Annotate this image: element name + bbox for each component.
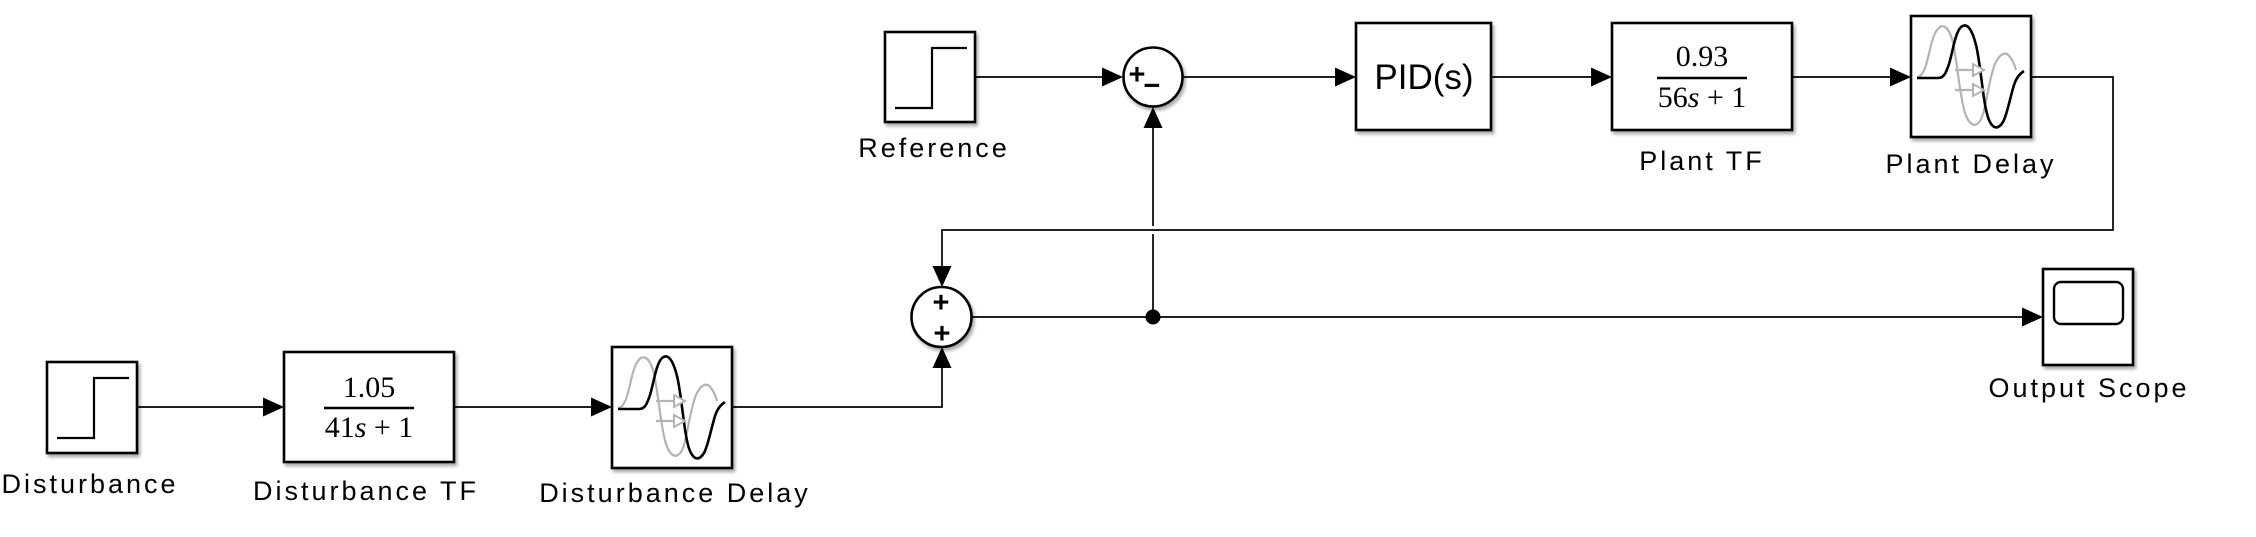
arrowhead-output-sum-top-input[interactable] — [932, 266, 952, 287]
reference-block[interactable] — [883, 30, 977, 124]
disturbance-delay-label: Disturbance Delay — [539, 478, 811, 508]
disturbance-tf-denominator: 41s + 1 — [325, 411, 414, 444]
disturbance-delay-block[interactable] — [610, 345, 734, 470]
disturbance-tf-numerator: 1.05 — [343, 371, 396, 404]
arrowhead-disturbance-delay-input[interactable] — [591, 397, 612, 417]
output-sum-circle[interactable] — [910, 285, 973, 349]
plant-delay-label: Plant Delay — [1885, 149, 2056, 179]
arrowhead-pid-input[interactable] — [1335, 67, 1356, 87]
plant-tf-denominator: 56s + 1 — [1658, 81, 1747, 114]
pid-block-body[interactable] — [1354, 21, 1493, 132]
branch-dot[interactable] — [1145, 309, 1161, 325]
error-sum-junction[interactable]: + − — [1122, 46, 1184, 108]
arrowhead-output-sum-bottom-input[interactable] — [932, 347, 952, 368]
plant-delay-block[interactable] — [1909, 14, 2033, 139]
error-sum-minus-sign: − — [1144, 70, 1161, 102]
output-scope-label: Output Scope — [1988, 373, 2189, 403]
plant-tf-block-body[interactable] — [1610, 21, 1794, 132]
output-scope-block[interactable] — [2041, 267, 2135, 367]
pid-controller-block[interactable]: PID(s) — [1354, 21, 1493, 132]
disturbance-delay-block-body[interactable] — [610, 345, 734, 470]
plant-delay-block-body[interactable] — [1909, 14, 2033, 139]
signal-wires — [137, 67, 2114, 417]
disturbance-label: Disturbance — [1, 469, 178, 499]
wire-plant-delay-to-output-sum[interactable] — [941, 76, 2114, 266]
arrowhead-plant-delay-input[interactable] — [1890, 67, 1911, 87]
disturbance-tf-label: Disturbance TF — [253, 476, 479, 506]
output-sum-top-plus-sign: + — [933, 287, 950, 319]
output-sum-junction[interactable]: + + — [910, 285, 973, 350]
disturbance-block[interactable] — [45, 360, 139, 455]
disturbance-tf-block[interactable]: 1.05 41s + 1 — [282, 350, 456, 464]
plant-tf-block[interactable]: 0.93 56s + 1 — [1610, 21, 1794, 132]
error-sum-plus-sign: + — [1129, 59, 1146, 91]
arrowhead-error-sum-input[interactable] — [1102, 67, 1123, 87]
pid-block-text: PID(s) — [1374, 58, 1473, 97]
reference-label: Reference — [858, 133, 1010, 163]
scope-screen-icon — [2052, 280, 2125, 326]
arrowhead-error-sum-bottom-input[interactable] — [1143, 107, 1163, 128]
output-sum-bottom-plus-sign: + — [934, 318, 951, 350]
disturbance-block-body[interactable] — [45, 360, 139, 455]
arrowhead-scope-input[interactable] — [2022, 307, 2043, 327]
plant-tf-label: Plant TF — [1639, 146, 1765, 176]
arrowhead-plant-tf-input[interactable] — [1591, 67, 1612, 87]
plant-tf-numerator: 0.93 — [1676, 40, 1729, 73]
error-sum-circle[interactable] — [1122, 46, 1184, 108]
wire-disturbance-delay-to-output-sum[interactable] — [732, 368, 943, 408]
arrowhead-disturbance-tf-input[interactable] — [263, 397, 284, 417]
